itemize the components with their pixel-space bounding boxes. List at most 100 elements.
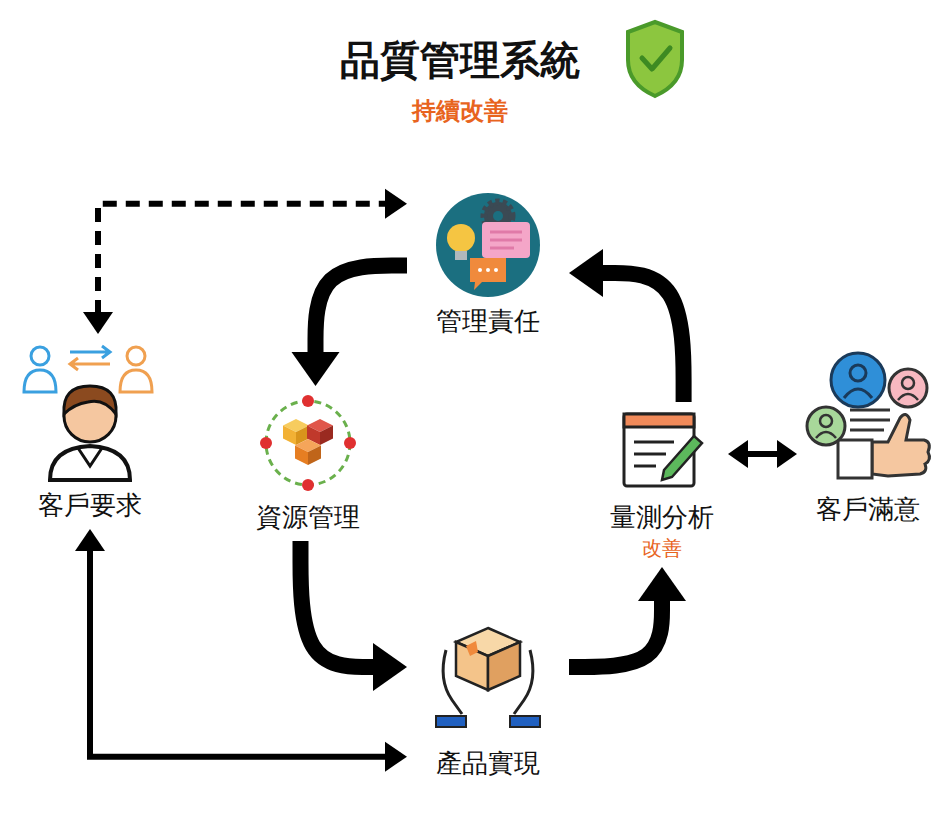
arrow-head <box>638 567 686 601</box>
arrow-head <box>385 742 407 772</box>
satisfaction-icon-part <box>850 365 866 381</box>
measurement-icon-part <box>634 441 674 444</box>
measurement-icon-part <box>662 436 702 480</box>
customer-request-icon-part <box>78 448 102 466</box>
management-icon-part <box>486 268 490 272</box>
node-label: 管理責任 <box>413 304 563 339</box>
measurement-icon <box>624 414 702 486</box>
resource-icon-part <box>320 426 333 446</box>
management-icon-part <box>494 268 498 272</box>
flow-connector <box>569 249 684 402</box>
arrow-head <box>373 643 407 691</box>
management-icon-part <box>493 211 503 221</box>
satisfaction-icon-part <box>838 440 872 478</box>
measurement-icon-part <box>624 414 694 427</box>
concept-node: 管理責任 <box>413 192 563 339</box>
customer-request-icon-part <box>24 370 56 392</box>
customer-request-icon-part <box>64 386 116 414</box>
node-label: 資源管理 <box>233 500 383 535</box>
customer-request-icon-part <box>120 370 152 392</box>
node-label: 量測分析 <box>602 500 722 535</box>
connector-line <box>601 273 684 402</box>
arrow-head <box>385 189 407 219</box>
customer-request-icon-part <box>127 347 145 365</box>
resource-icon-part <box>260 437 272 449</box>
connector-line <box>90 549 387 757</box>
satisfaction-icon-part <box>807 407 845 445</box>
arrow-head <box>728 440 748 468</box>
customer-request-icon-part <box>70 358 110 370</box>
customer-request-icon-part <box>50 446 130 480</box>
connector-line <box>316 266 408 354</box>
product-icon-part <box>488 642 520 690</box>
customer-request-icon <box>24 346 152 480</box>
satisfaction-icon-part <box>844 389 872 398</box>
management-icon-part <box>436 193 540 297</box>
management-icon-part <box>470 258 506 290</box>
arrow-head <box>292 352 340 386</box>
satisfaction-icon-part <box>902 377 914 389</box>
resource-icon-part <box>344 437 356 449</box>
concept-node: 量測分析改善 <box>602 408 722 561</box>
node-sublabel: 改善 <box>602 535 722 561</box>
resource-icon-part <box>295 446 308 466</box>
management-icon-part <box>455 251 467 260</box>
satisfaction-icon-part <box>850 429 884 432</box>
connector-line <box>569 599 662 667</box>
customer-request-icon-part <box>31 347 49 365</box>
measurement-icon-part <box>634 465 656 468</box>
satisfaction-icon-part <box>889 369 927 407</box>
satisfaction-icon-part <box>872 414 929 476</box>
measurement-icon-part <box>634 453 666 456</box>
resource-icon-part <box>308 446 321 466</box>
flow-connector <box>728 440 797 468</box>
shield-icon-part <box>642 48 670 69</box>
product-icon <box>436 628 540 727</box>
connector-line <box>98 204 387 314</box>
satisfaction-icon-part <box>816 432 836 438</box>
arrow-head <box>569 249 603 297</box>
concept-node: 客戶要求 <box>10 340 170 523</box>
concept-node: 資源管理 <box>233 392 383 535</box>
satisfaction-icon-part <box>850 409 890 412</box>
shield-icon-part <box>628 22 682 96</box>
diagram-title: 品質管理系統 <box>340 36 580 84</box>
satisfaction-icon-part <box>831 353 885 407</box>
satisfaction-icon-part <box>898 394 918 400</box>
management-icon <box>436 193 540 297</box>
node-label: 客戶要求 <box>10 488 170 523</box>
connector-line <box>746 451 779 457</box>
flow-connector <box>301 541 408 691</box>
concept-node: 客戶滿意 <box>803 350 933 527</box>
product-icon-part <box>436 716 466 727</box>
resource-icon-part <box>302 395 314 407</box>
satisfaction-icon <box>807 353 929 478</box>
subtitle-label: 持續改善 <box>412 97 508 126</box>
resource-icon-part <box>302 479 314 491</box>
shield-icon <box>628 22 682 96</box>
flow-connector <box>292 266 408 386</box>
flow-connector <box>569 567 686 667</box>
product-icon-part <box>514 650 533 714</box>
concept-node: 產品實現 <box>413 618 563 781</box>
product-icon-part <box>443 650 462 714</box>
management-icon-part <box>490 231 522 234</box>
connector-line <box>301 541 376 667</box>
node-label: 客戶滿意 <box>803 492 933 527</box>
satisfaction-icon-part <box>850 419 890 422</box>
management-icon-part <box>490 239 522 242</box>
arrow-head <box>75 529 105 551</box>
resource-icon <box>260 395 356 491</box>
resource-icon-part <box>266 401 350 485</box>
node-label: 產品實現 <box>413 746 563 781</box>
arrow-head <box>83 312 113 334</box>
management-icon-part <box>478 268 482 272</box>
satisfaction-icon-part <box>820 415 832 427</box>
management-icon-part <box>447 224 475 252</box>
flow-connector <box>75 529 407 772</box>
arrow-head <box>777 440 797 468</box>
flow-connector <box>83 189 407 334</box>
management-icon-part <box>482 222 530 258</box>
product-icon-part <box>456 642 488 690</box>
